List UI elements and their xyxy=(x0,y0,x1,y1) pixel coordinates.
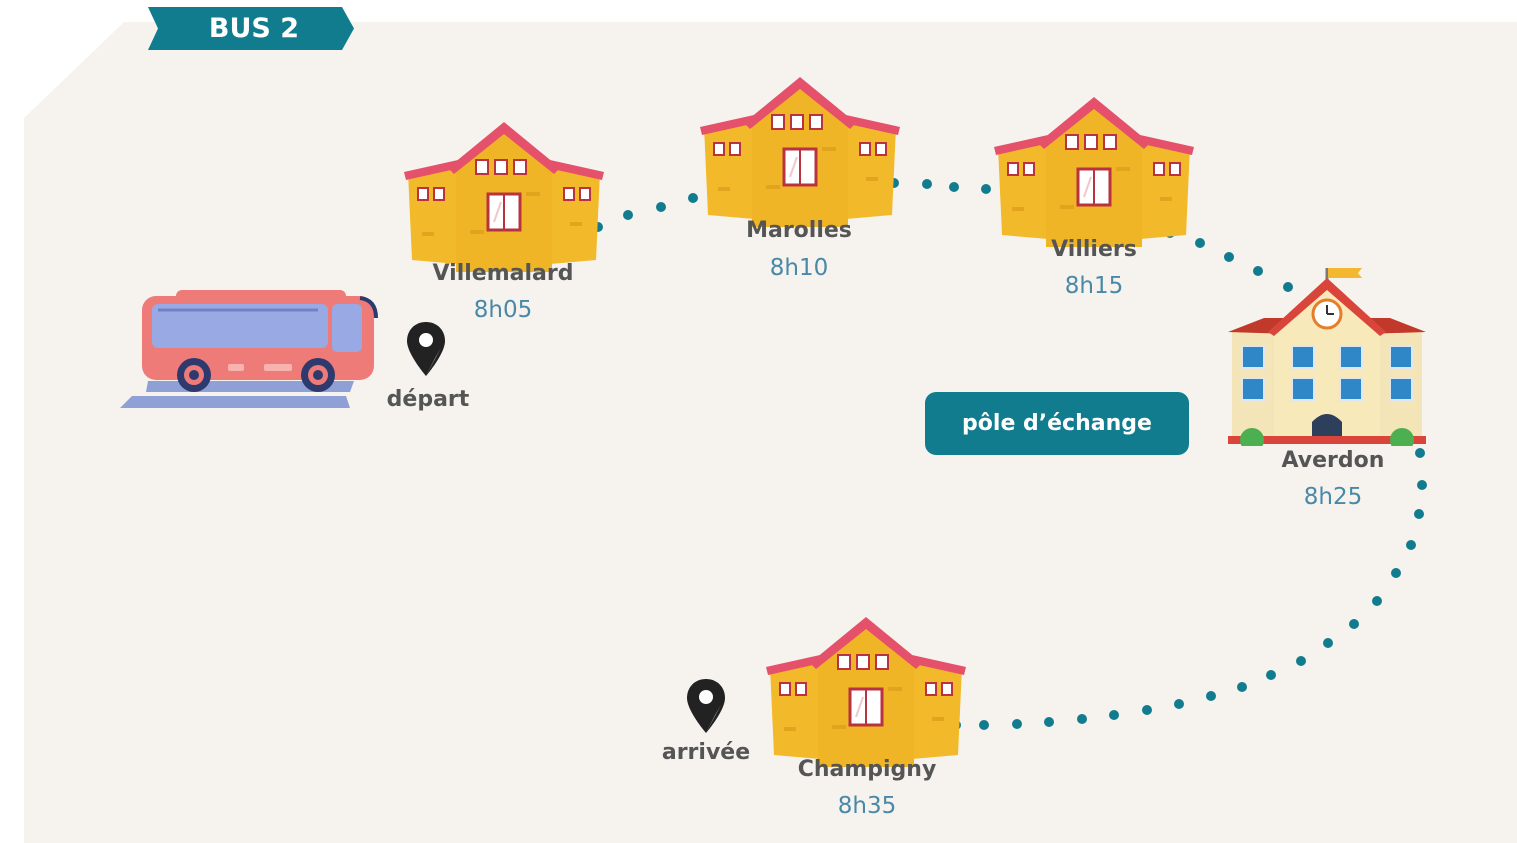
stop-time-averdon: 8h25 xyxy=(1303,484,1363,510)
stop-name-villemalard: Villemalard xyxy=(432,261,574,286)
location-pin-icon xyxy=(687,679,725,733)
stop-name-averdon: Averdon xyxy=(1281,448,1385,473)
bus-icon xyxy=(120,290,378,408)
end-label: arrivée xyxy=(661,740,751,765)
stop-time-champigny: 8h35 xyxy=(837,793,897,819)
stop-name-champigny: Champigny xyxy=(797,757,937,782)
house-icon xyxy=(404,122,604,272)
stop-name-marolles: Marolles xyxy=(746,218,852,243)
stop-time-marolles: 8h10 xyxy=(769,255,829,281)
bus-number-label: BUS 2 xyxy=(208,13,300,44)
start-label: départ xyxy=(386,387,470,412)
school-icon xyxy=(1228,268,1426,446)
exchange-hub-badge: pôle d’échange xyxy=(925,392,1189,455)
house-icon xyxy=(700,77,900,227)
stop-name-villiers: Villiers xyxy=(1051,237,1137,262)
bus-number-tag: BUS 2 xyxy=(148,7,354,50)
location-pin-icon xyxy=(407,322,445,376)
house-icon xyxy=(766,617,966,767)
stop-time-villemalard: 8h05 xyxy=(473,297,533,323)
stop-time-villiers: 8h15 xyxy=(1064,273,1124,299)
house-icon xyxy=(994,97,1194,247)
